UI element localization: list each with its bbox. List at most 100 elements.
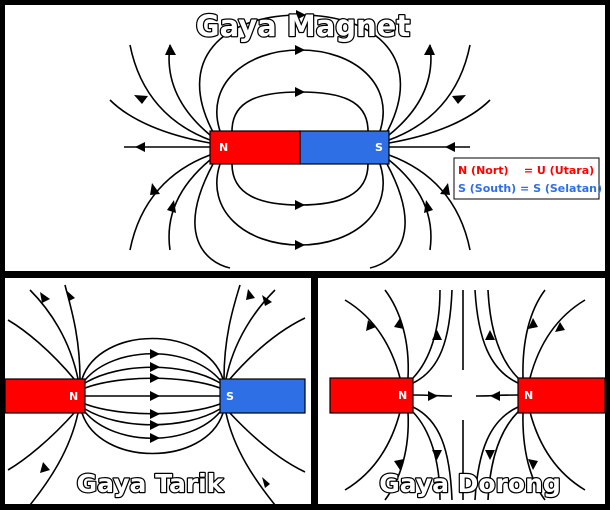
repel-arrow-6 [485, 330, 495, 340]
magnet-south-label: S [375, 141, 383, 154]
attract-open-sr-3 [228, 317, 306, 381]
repel-magnet-left-north [329, 377, 414, 414]
attract-arrow-13 [262, 477, 270, 488]
arrow-open-lr-1 [424, 200, 433, 213]
legend: N (Nort) = U (Utara) S (South) = S (Sela… [453, 157, 602, 200]
attract-arrow-9 [66, 290, 75, 301]
repel-arrow-12 [490, 391, 500, 401]
repel-left-down-3 [384, 411, 410, 501]
attract-magnet-north [4, 378, 86, 414]
repel-right-down-1 [487, 411, 519, 501]
attract-arrow-5 [150, 420, 160, 430]
attract-open-nl-4 [29, 412, 79, 504]
attract-arrows [40, 289, 272, 488]
attract-magnet-south [219, 378, 306, 414]
top-field-arrows [134, 10, 466, 250]
attract-arrow-8 [40, 292, 50, 303]
repel-left-down-1 [412, 411, 441, 501]
attract-title: Gaya Tarik [77, 469, 225, 498]
bar-magnet: N S [209, 130, 390, 165]
legend-north-entry: N (Nort) = U (Utara) [458, 164, 594, 177]
repel-magnet-right-north [517, 377, 606, 414]
attract-open-sr-2 [223, 284, 241, 380]
arrow-open-ur-2 [452, 95, 466, 104]
repel-arrow-2 [394, 318, 404, 329]
repel-arrows [366, 318, 565, 470]
repel-right-label: N [524, 389, 533, 402]
attract-arrow-4 [150, 362, 160, 372]
repel-arrow-10 [528, 459, 538, 470]
field-line-open-ur-1 [388, 44, 432, 136]
arrow-open-ll-1 [167, 200, 176, 213]
repel-left-label: N [398, 389, 407, 402]
bottom-left-panel: N S Gaya Tarik [4, 278, 311, 504]
attract-south-label: S [226, 390, 234, 403]
arrow-upper-outer [296, 10, 306, 20]
repel-arrow-4 [432, 450, 442, 460]
repel-arrow-3 [366, 320, 376, 331]
repel-arrow-5 [394, 459, 404, 470]
repel-right-up-4 [529, 299, 586, 379]
attract-open-nl-1 [29, 289, 79, 380]
field-line-open-lr-2 [388, 154, 471, 251]
attract-open-sr-5 [228, 411, 306, 473]
attract-arrow-3 [150, 409, 160, 419]
repel-right-down-4 [529, 411, 586, 491]
arrow-lower-mid [295, 240, 305, 250]
field-line-lower-outer-left [194, 163, 231, 269]
repel-right-down-3 [522, 411, 546, 501]
attract-line-up-4 [81, 337, 224, 380]
field-line-open-ll-1 [168, 159, 211, 251]
attract-arrow-11 [246, 289, 255, 300]
top-panel-title: Gaya Magnet [196, 9, 411, 43]
attract-open-nl-5 [7, 411, 76, 471]
repel-left-down-4 [344, 411, 401, 491]
repel-left-up-4 [344, 299, 401, 379]
attract-arrow-6 [150, 349, 160, 359]
attract-north-label: N [69, 390, 78, 403]
field-line-open-ul-1 [168, 44, 211, 136]
repel-arrow-9 [485, 450, 495, 460]
field-line-open-ul-2 [129, 44, 211, 141]
field-line-open-ur-3 [388, 99, 491, 144]
attract-open-sr-1 [225, 289, 276, 380]
top-panel: N S N (Nort) = U (Utara) S (South) = S (… [5, 5, 605, 271]
bottom-right-panel: N N Gaya Dorong [318, 278, 606, 504]
attract-arrow-10 [40, 462, 50, 473]
repel-right-up-2 [474, 289, 519, 384]
field-line-open-ll-2 [129, 154, 211, 251]
repel-arrow-8 [555, 322, 565, 332]
repel-field-lines [344, 289, 586, 501]
magnet-north-label: N [219, 141, 228, 154]
field-line-open-ul-3 [109, 99, 211, 144]
repel-right-up-1 [487, 289, 519, 379]
repel-left-down-2 [412, 406, 453, 501]
arrow-open-ll-2 [150, 183, 160, 195]
repel-left-up-1 [412, 289, 441, 379]
magnet-south-half [299, 130, 390, 165]
arrow-open-ur-1 [424, 44, 435, 55]
field-line-lower-outer-right [369, 163, 406, 269]
attract-arrow-7 [150, 433, 160, 443]
repel-arrow-11 [428, 391, 438, 401]
attract-arrow-1 [150, 391, 160, 401]
repel-title: Gaya Dorong [379, 469, 561, 498]
attract-open-nl-3 [7, 319, 76, 381]
arrow-lower-inner [295, 200, 305, 210]
repel-arrow-7 [528, 318, 538, 329]
attract-open-sr-4 [225, 412, 276, 504]
repel-right-up-3 [522, 289, 546, 379]
repel-right-down-2 [474, 406, 519, 501]
repel-left-up-2 [412, 289, 453, 384]
legend-box [453, 157, 600, 200]
arrow-upper-mid [295, 45, 305, 55]
field-line-open-lr-1 [388, 159, 432, 251]
attract-line-down-4 [81, 412, 224, 455]
arrow-open-lr-2 [440, 183, 450, 195]
attract-arrow-12 [262, 295, 272, 306]
legend-south-entry: S (South) = S (Selatan) [458, 182, 602, 195]
arrow-open-ul-2 [134, 95, 148, 104]
attract-arrow-2 [150, 373, 160, 383]
arrow-open-ul-1 [165, 44, 176, 55]
